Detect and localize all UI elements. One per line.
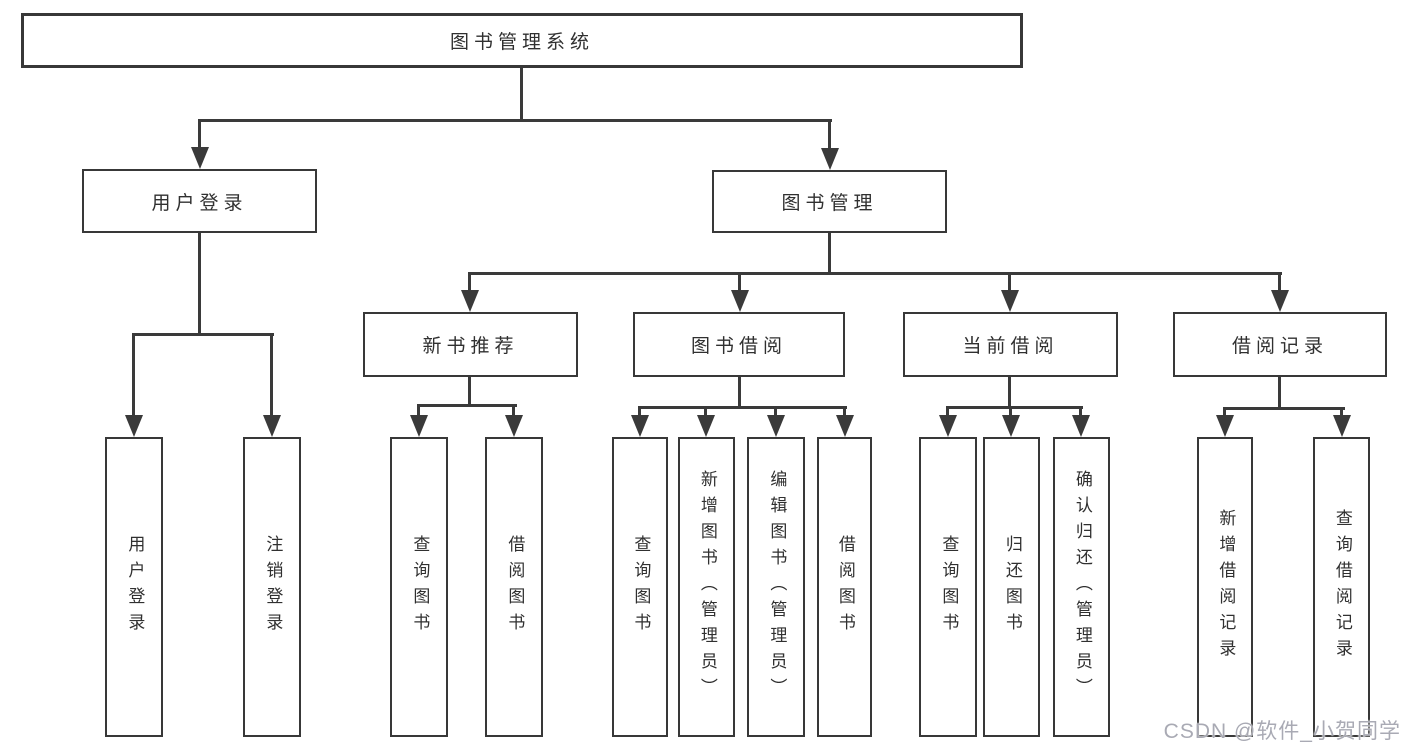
connector-current-borrow-bus — [946, 406, 1083, 409]
connector-to-leaf — [843, 406, 846, 417]
leaf-logout-label: 注销登录 — [263, 535, 283, 639]
node-new-book-recommend: 新书推荐 — [363, 312, 578, 377]
leaf-query-books-current-label: 查询图书 — [939, 535, 959, 639]
node-book-management-label: 图书管理 — [781, 193, 878, 214]
connector-to-leaf — [1340, 407, 1343, 417]
connector-book-management-bus — [468, 272, 1282, 275]
connector-to-user-login — [198, 119, 201, 149]
connector-new-book-recommend-bus — [417, 404, 517, 407]
leaf-query-borrow-record: 查询借阅记录 — [1313, 437, 1370, 737]
leaf-return-book-label: 归还图书 — [1002, 535, 1022, 639]
leaf-logout: 注销登录 — [243, 437, 301, 737]
leaf-add-book-admin: 新增图书（管理员） — [678, 437, 735, 737]
arrowhead-icon — [939, 415, 957, 437]
connector-to-leaf — [1223, 407, 1226, 417]
arrowhead-icon — [1072, 415, 1090, 437]
connector-to-borrow-records — [1278, 272, 1281, 292]
connector-to-leaf — [774, 406, 777, 417]
leaf-borrow-books: 借阅图书 — [817, 437, 872, 737]
connector-book-borrow-bus — [638, 406, 847, 409]
arrowhead-icon — [1001, 290, 1019, 312]
connector-to-leaf — [638, 406, 641, 417]
arrowhead-icon — [1333, 415, 1351, 437]
arrowhead-icon — [461, 290, 479, 312]
arrowhead-icon — [836, 415, 854, 437]
arrowhead-icon — [697, 415, 715, 437]
leaf-query-books-current: 查询图书 — [919, 437, 977, 737]
connector-user-login-stem — [198, 233, 201, 335]
node-book-management: 图书管理 — [712, 170, 947, 233]
node-current-borrow-label: 当前借阅 — [962, 336, 1059, 357]
arrowhead-icon — [263, 415, 281, 437]
connector-to-book-management — [828, 119, 831, 149]
arrowhead-icon — [1002, 415, 1020, 437]
node-user-login-label: 用户登录 — [151, 192, 248, 214]
connector-root-bus — [198, 119, 832, 122]
leaf-user-login-label: 用户登录 — [125, 535, 145, 639]
connector-borrow-records-bus — [1223, 407, 1345, 410]
connector-to-leaf — [704, 406, 707, 417]
connector-user-login-bus — [132, 333, 274, 336]
connector-root-stem — [520, 68, 523, 120]
node-borrow-records: 借阅记录 — [1173, 312, 1387, 377]
leaf-borrow-books-recommend: 借阅图书 — [485, 437, 543, 737]
node-book-borrow-label: 图书借阅 — [690, 336, 787, 357]
node-new-book-recommend-label: 新书推荐 — [422, 336, 519, 357]
connector-new-book-recommend-stem — [468, 377, 471, 406]
leaf-add-borrow-record-label: 新增借阅记录 — [1216, 509, 1236, 665]
connector-to-leaf — [1009, 406, 1012, 417]
leaf-return-book: 归还图书 — [983, 437, 1040, 737]
arrowhead-icon — [821, 148, 839, 170]
connector-to-book-borrow — [738, 272, 741, 292]
leaf-query-books-borrow: 查询图书 — [612, 437, 668, 737]
node-borrow-records-label: 借阅记录 — [1231, 336, 1328, 357]
csdn-watermark: CSDN @软件_小贺同学 — [1163, 720, 1401, 743]
leaf-borrow-books-label: 借阅图书 — [835, 535, 855, 639]
arrowhead-icon — [731, 290, 749, 312]
leaf-edit-book-admin-label: 编辑图书（管理员） — [767, 470, 787, 704]
connector-borrow-records-stem — [1278, 377, 1281, 409]
arrowhead-icon — [191, 147, 209, 169]
arrowhead-icon — [505, 415, 523, 437]
connector-to-leaf — [1079, 406, 1082, 417]
node-root: 图书管理系统 — [21, 13, 1023, 68]
leaf-query-books-borrow-label: 查询图书 — [631, 535, 651, 639]
connector-to-leaf-user-login — [132, 333, 135, 417]
leaf-query-books-recommend: 查询图书 — [390, 437, 448, 737]
node-current-borrow: 当前借阅 — [903, 312, 1118, 377]
arrowhead-icon — [125, 415, 143, 437]
connector-to-leaf — [417, 404, 420, 417]
leaf-edit-book-admin: 编辑图书（管理员） — [747, 437, 805, 737]
arrowhead-icon — [767, 415, 785, 437]
node-book-borrow: 图书借阅 — [633, 312, 845, 377]
connector-to-leaf — [512, 404, 515, 417]
leaf-borrow-books-recommend-label: 借阅图书 — [505, 535, 525, 639]
node-root-label: 图书管理系统 — [449, 32, 594, 53]
arrowhead-icon — [1216, 415, 1234, 437]
arrowhead-icon — [1271, 290, 1289, 312]
leaf-query-borrow-record-label: 查询借阅记录 — [1332, 509, 1352, 665]
leaf-confirm-return-admin: 确认归还（管理员） — [1053, 437, 1110, 737]
connector-to-new-book-recommend — [468, 272, 471, 292]
arrowhead-icon — [410, 415, 428, 437]
connector-current-borrow-stem — [1008, 377, 1011, 408]
node-user-login: 用户登录 — [82, 169, 317, 233]
connector-to-leaf — [946, 406, 949, 417]
leaf-user-login: 用户登录 — [105, 437, 163, 737]
arrowhead-icon — [631, 415, 649, 437]
connector-to-current-borrow — [1008, 272, 1011, 292]
leaf-query-books-recommend-label: 查询图书 — [410, 535, 430, 639]
leaf-confirm-return-admin-label: 确认归还（管理员） — [1072, 470, 1092, 704]
connector-book-management-stem — [828, 233, 831, 274]
leaf-add-borrow-record: 新增借阅记录 — [1197, 437, 1253, 737]
leaf-add-book-admin-label: 新增图书（管理员） — [697, 470, 717, 704]
connector-to-leaf-logout — [270, 333, 273, 417]
connector-book-borrow-stem — [738, 377, 741, 408]
